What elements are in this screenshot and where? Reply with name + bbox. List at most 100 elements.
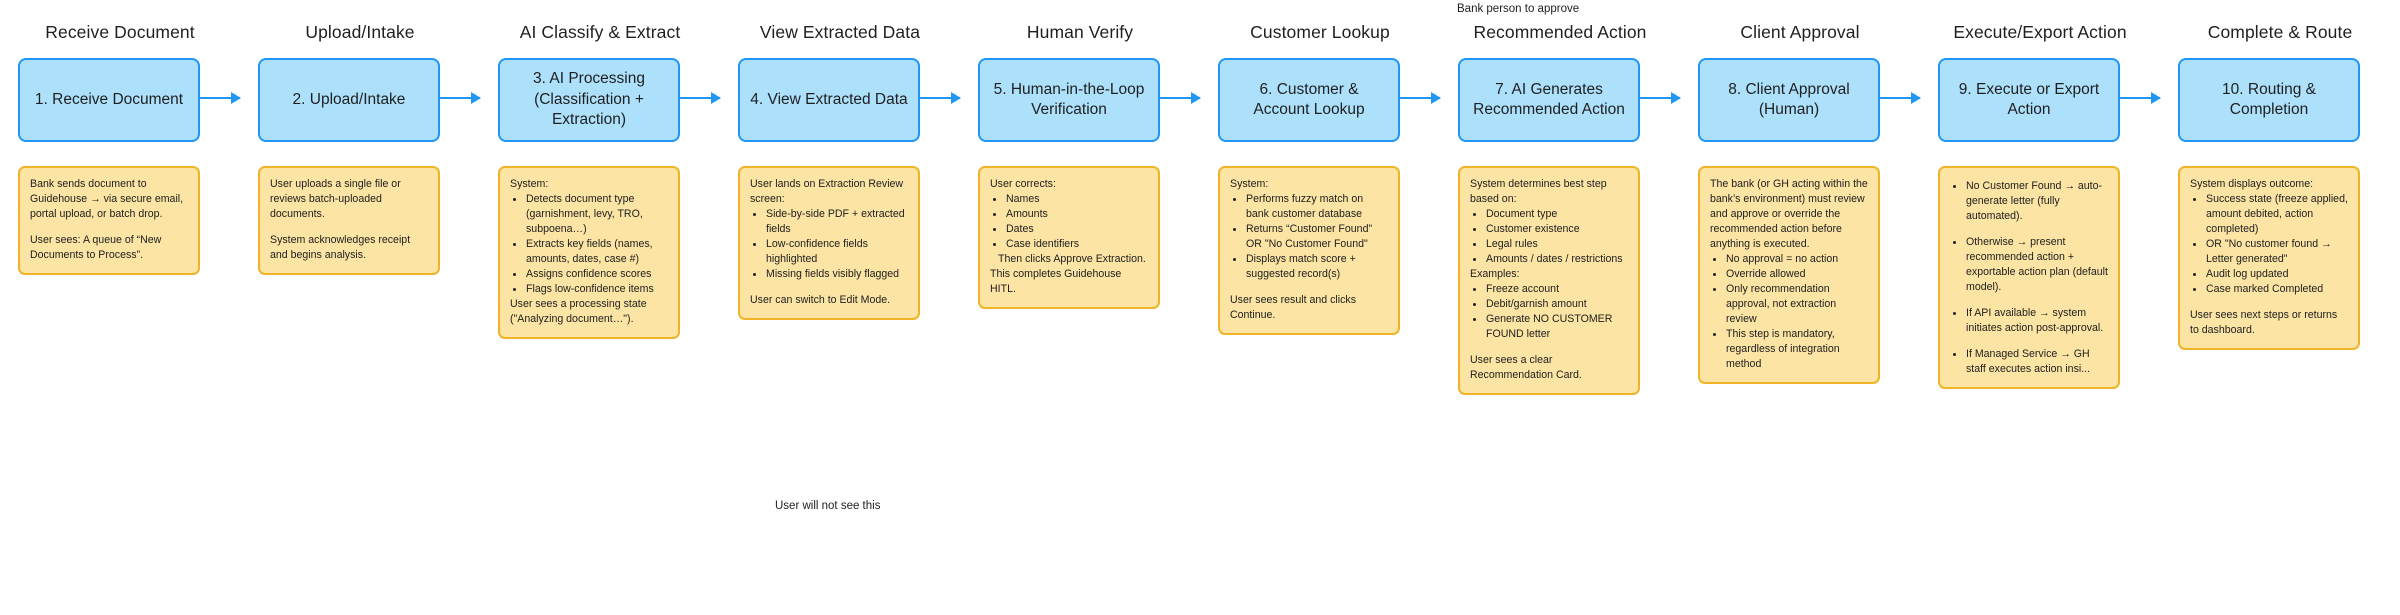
column-header-3: AI Classify & Extract bbox=[519, 22, 681, 42]
connector-arrow-8-9 bbox=[1880, 92, 1921, 104]
note-list-item: Document type bbox=[1485, 207, 1628, 222]
note-card-10: System displays outcome: Success state (… bbox=[2178, 166, 2360, 351]
step-column-8: Client Approval 8. Client Approval (Huma… bbox=[1680, 0, 1920, 615]
note-list-item: Debit/garnish amount bbox=[1485, 297, 1628, 312]
note-card-7: System determines best step based on: Do… bbox=[1458, 166, 1640, 396]
note-paragraph: User sees a clear Recommendation Card. bbox=[1470, 354, 1582, 382]
note-paragraph: User sees: A queue of “New Documents to … bbox=[30, 234, 162, 262]
note-list: Document type Customer existence Legal r… bbox=[1470, 207, 1628, 267]
note-list-item: Names bbox=[1005, 192, 1148, 207]
step-column-6: Customer Lookup 6. Customer & Account Lo… bbox=[1200, 0, 1440, 615]
note-paragraph: User sees result and clicks Continue. bbox=[1230, 294, 1356, 322]
step-box-6[interactable]: 6. Customer & Account Lookup bbox=[1218, 58, 1400, 142]
note-paragraph: System displays outcome: bbox=[2190, 178, 2314, 190]
note-card-6: System: Performs fuzzy match on bank cus… bbox=[1218, 166, 1400, 336]
column-header-8: Client Approval bbox=[1740, 22, 1860, 42]
note-card-9: No Customer Found → auto-generate letter… bbox=[1938, 166, 2120, 390]
column-header-6: Customer Lookup bbox=[1250, 22, 1390, 42]
note-list-item: Assigns confidence scores bbox=[525, 267, 668, 282]
note-paragraph: User uploads a single file or reviews ba… bbox=[270, 178, 401, 221]
note-paragraph: This completes Guidehouse HITL. bbox=[990, 268, 1122, 296]
step-column-1: Receive Document 1. Receive Document Ban… bbox=[0, 0, 240, 615]
connector-arrow-2-3 bbox=[440, 92, 481, 104]
note-paragraph: System: bbox=[510, 178, 549, 190]
note-paragraph: User sees a processing state ("Analyzing… bbox=[510, 298, 647, 326]
note-paragraph: User corrects: bbox=[990, 178, 1056, 190]
note-list-item: Freeze account bbox=[1485, 282, 1628, 297]
step-box-5[interactable]: 5. Human-in-the-Loop Verification bbox=[978, 58, 1160, 142]
step-box-2[interactable]: 2. Upload/Intake bbox=[258, 58, 440, 142]
step-column-3: AI Classify & Extract 3. AI Processing (… bbox=[480, 0, 720, 615]
note-list-item: Case marked Completed bbox=[2205, 282, 2348, 297]
step-box-10[interactable]: 10. Routing & Completion bbox=[2178, 58, 2360, 142]
note-card-4: User lands on Extraction Review screen: … bbox=[738, 166, 920, 321]
note-list-item: Low-confidence fields highlighted bbox=[765, 237, 908, 267]
note-list-item: Amounts bbox=[1005, 207, 1148, 222]
note-paragraph: User can switch to Edit Mode. bbox=[750, 294, 891, 307]
step-box-7[interactable]: 7. AI Generates Recommended Action bbox=[1458, 58, 1640, 142]
step-column-4: View Extracted Data 4. View Extracted Da… bbox=[720, 0, 960, 615]
note-card-1: Bank sends document to Guidehouse → via … bbox=[18, 166, 200, 276]
step-column-5: Human Verify 5. Human-in-the-Loop Verifi… bbox=[960, 0, 1200, 615]
note-paragraph: System acknowledges receipt and begins a… bbox=[270, 234, 411, 262]
column-header-9: Execute/Export Action bbox=[1953, 22, 2127, 42]
note-paragraph: User sees next steps or returns to dashb… bbox=[2190, 309, 2338, 337]
note-list: Detects document type (garnishment, levy… bbox=[510, 192, 668, 297]
note-list: Freeze account Debit/garnish amount Gene… bbox=[1470, 282, 1628, 342]
column-header-7: Recommended Action bbox=[1473, 22, 1647, 42]
note-list-item: Dates bbox=[1005, 222, 1148, 237]
step-box-9[interactable]: 9. Execute or Export Action bbox=[1938, 58, 2120, 142]
note-list-item: Audit log updated bbox=[2205, 267, 2348, 282]
note-list-item: Customer existence bbox=[1485, 222, 1628, 237]
note-list-item: Otherwise → present recommended action +… bbox=[1965, 235, 2108, 295]
note-card-5: User corrects: Names Amounts Dates Case … bbox=[978, 166, 1160, 310]
connector-arrow-7-8 bbox=[1640, 92, 1681, 104]
note-list-item: Extracts key fields (names, amounts, dat… bbox=[525, 237, 668, 267]
step-box-4[interactable]: 4. View Extracted Data bbox=[738, 58, 920, 142]
note-paragraph: Examples: bbox=[1470, 268, 1520, 281]
connector-arrow-3-4 bbox=[680, 92, 721, 104]
connector-arrow-9-10 bbox=[2120, 92, 2161, 104]
step-column-2: Upload/Intake 2. Upload/Intake User uplo… bbox=[240, 0, 480, 615]
note-card-3: System: Detects document type (garnishme… bbox=[498, 166, 680, 340]
note-list-item: No approval = no action bbox=[1725, 252, 1868, 267]
note-list-item: Amounts / dates / restrictions bbox=[1485, 252, 1628, 267]
note-paragraph: User lands on Extraction Review screen: bbox=[750, 178, 904, 206]
step-column-9: Execute/Export Action 9. Execute or Expo… bbox=[1920, 0, 2160, 615]
connector-arrow-1-2 bbox=[200, 92, 241, 104]
column-header-2: Upload/Intake bbox=[305, 22, 415, 42]
step-box-1[interactable]: 1. Receive Document bbox=[18, 58, 200, 142]
note-list: Side-by-side PDF + extracted fields Low-… bbox=[750, 207, 908, 282]
annotation-bank-person: Bank person to approve bbox=[1457, 3, 1580, 15]
note-list-item: Performs fuzzy match on bank customer da… bbox=[1245, 192, 1388, 222]
note-list: No Customer Found → auto-generate letter… bbox=[1950, 179, 2108, 377]
note-list-item: Side-by-side PDF + extracted fields bbox=[765, 207, 908, 237]
note-card-2: User uploads a single file or reviews ba… bbox=[258, 166, 440, 276]
note-paragraph: Bank sends document to Guidehouse → via … bbox=[30, 178, 184, 221]
note-list-item: Flags low-confidence items bbox=[525, 282, 668, 297]
note-list-item: Displays match score + suggested record(… bbox=[1245, 252, 1388, 282]
step-box-3[interactable]: 3. AI Processing (Classification + Extra… bbox=[498, 58, 680, 142]
note-list-item: Generate NO CUSTOMER FOUND letter bbox=[1485, 312, 1628, 342]
note-list-item: Success state (freeze applied, amount de… bbox=[2205, 192, 2348, 237]
step-box-8[interactable]: 8. Client Approval (Human) bbox=[1698, 58, 1880, 142]
note-list-item: OR "No customer found → Letter generated… bbox=[2205, 237, 2348, 267]
step-column-10: Complete & Route 10. Routing & Completio… bbox=[2160, 0, 2400, 615]
column-header-5: Human Verify bbox=[1026, 22, 1134, 42]
note-list-item: Only recommendation approval, not extrac… bbox=[1725, 282, 1868, 327]
note-list-item: Missing fields visibly flagged bbox=[765, 267, 908, 282]
note-paragraph: System: bbox=[1230, 178, 1269, 190]
column-header-10: Complete & Route bbox=[2207, 22, 2353, 42]
note-list-item: Detects document type (garnishment, levy… bbox=[525, 192, 668, 237]
note-list: Performs fuzzy match on bank customer da… bbox=[1230, 192, 1388, 282]
connector-arrow-6-7 bbox=[1400, 92, 1441, 104]
step-column-7: Recommended Action 7. AI Generates Recom… bbox=[1440, 0, 1680, 615]
note-list: Names Amounts Dates Case identifiers bbox=[990, 192, 1148, 252]
note-list-item: If API available → system initiates acti… bbox=[1965, 306, 2108, 336]
note-list: No approval = no action Override allowed… bbox=[1710, 252, 1868, 372]
note-list-item: This step is mandatory, regardless of in… bbox=[1725, 327, 1868, 372]
connector-arrow-5-6 bbox=[1160, 92, 1201, 104]
note-list-item: Override allowed bbox=[1725, 267, 1868, 282]
note-list-item: Legal rules bbox=[1485, 237, 1628, 252]
